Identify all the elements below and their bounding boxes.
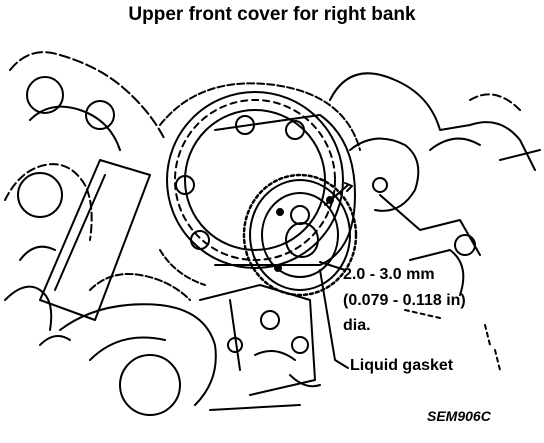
- gasket-dia-label: dia.: [343, 317, 371, 334]
- chain-guide: [39, 159, 151, 321]
- liquid-gasket-label: Liquid gasket: [350, 357, 454, 374]
- chain-left-upper: [9, 51, 166, 141]
- cam-sprocket-outer: [166, 91, 344, 269]
- cover-boss-body: [214, 114, 356, 266]
- chain-left-outer: [29, 105, 121, 151]
- gasket-size-in: (0.079 - 0.118 in): [343, 292, 466, 309]
- lower-block: [199, 284, 316, 396]
- lower-chain: [89, 273, 191, 301]
- cover-boss-face: [249, 179, 351, 291]
- callout-leader: [319, 269, 349, 369]
- callout-arrow-upper: [324, 184, 349, 206]
- callout-arrow-lower: [319, 261, 346, 271]
- timing-chain: [159, 82, 361, 151]
- gasket-size-mm: 2.0 - 3.0 mm: [343, 266, 435, 283]
- figure-title: Upper front cover for right bank: [128, 4, 416, 25]
- liquid-gasket-bead: [242, 173, 358, 297]
- figure-code: SEM906C: [427, 408, 491, 424]
- cylinder-head: [329, 72, 536, 171]
